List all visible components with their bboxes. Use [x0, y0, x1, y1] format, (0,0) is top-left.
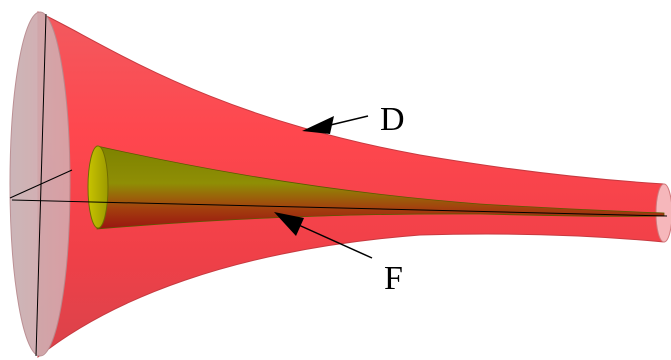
axis-y — [35, 13, 47, 357]
axis-z — [9, 169, 73, 199]
axis-x — [11, 199, 668, 217]
label-f: F — [384, 260, 403, 297]
label-d: D — [380, 101, 405, 138]
inner-surface-mouth — [87, 145, 109, 229]
arrow-f-shaft — [291, 221, 373, 259]
arrow-f-head — [274, 212, 304, 236]
arrow-d-head — [302, 116, 334, 134]
